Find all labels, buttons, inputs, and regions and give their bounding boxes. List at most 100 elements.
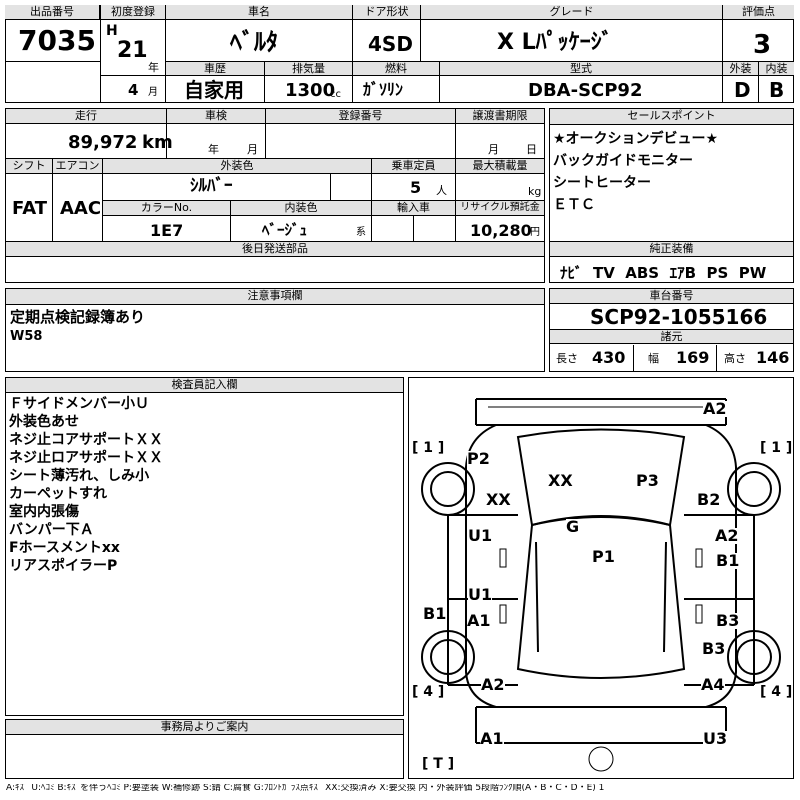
color-no: 1E7 <box>150 221 184 240</box>
sales-points-list: ★オークションデビュー★ バックガイドモニター シートヒーター ＥＴＣ <box>553 128 718 216</box>
inspector-list: Ｆサイドメンバー小Ｕ 外装色あせ ネジ止コアサポートＸＸ ネジ止ロアサポートＸＸ… <box>9 395 163 575</box>
sales-point-item: バックガイドモニター <box>553 153 693 169</box>
equipment-label: 純正装備 <box>550 242 793 257</box>
exterior-grade: D <box>734 78 751 102</box>
ext-color-label: 外装色 <box>103 159 371 174</box>
sales-points-label: セールスポイント <box>550 109 793 125</box>
mileage: 89,972 <box>68 132 138 153</box>
displacement: 1300 <box>285 80 336 101</box>
fuel: ｶﾞｿﾘﾝ <box>363 80 404 99</box>
era: H <box>106 23 118 39</box>
max-load-unit: kg <box>528 185 542 198</box>
int-color-unit: 系 <box>356 227 366 238</box>
equipment-list: ﾅﾋﾞ TV ABS ｴｱB PS PW <box>560 262 766 283</box>
capacity-label: 乗車定員 <box>372 159 455 174</box>
transfer-day-unit: 日 <box>526 143 537 156</box>
import-label: 輸入車 <box>372 201 455 216</box>
int-color-label: 内装色 <box>231 201 371 216</box>
mileage-label: 走行 <box>6 109 166 124</box>
inspection-year-unit: 年 <box>208 143 219 156</box>
tire-spare: [ T ] <box>422 756 455 772</box>
equipment-item: ﾅﾋﾞ <box>560 264 583 282</box>
mark-right-rear-door: B3 <box>716 611 740 630</box>
equipment-item: ｴｱB <box>669 264 697 282</box>
mark-left-rocker: B1 <box>423 604 447 623</box>
mark-left-quarter: A2 <box>481 675 505 694</box>
reg-year: 21 <box>117 38 148 63</box>
equipment-item: PS <box>706 264 729 282</box>
tire-rear-left: [ 4 ] <box>412 684 445 700</box>
tire-rear-right: [ 4 ] <box>760 684 793 700</box>
history: 自家用 <box>184 78 244 102</box>
color-no-label: カラーNo. <box>103 201 230 216</box>
inspector-label: 検査員記入欄 <box>6 378 403 393</box>
int-color: ﾍﾞｰｼﾞｭ <box>262 221 308 239</box>
equipment-item: TV <box>592 264 615 282</box>
inspector-line: Ｆサイドメンバー小Ｕ <box>9 396 149 412</box>
ac-label: エアコン <box>53 159 102 174</box>
tire-front-right: [ 1 ] <box>760 440 793 456</box>
mark-hood-b: P3 <box>636 471 659 490</box>
mark-core-support: XX <box>486 490 511 509</box>
office-label: 事務局よりご案内 <box>6 720 403 735</box>
mark-left-rear-door: U1 <box>468 585 493 604</box>
inspector-line: リアスポイラーP <box>9 558 118 574</box>
mark-left-rear-door-b: A1 <box>467 611 491 630</box>
max-load-label: 最大積載量 <box>456 159 544 174</box>
damage-diagram <box>408 377 794 779</box>
ext-color: ｼﾙﾊﾞｰ <box>190 176 233 196</box>
capacity-unit: 人 <box>436 184 447 197</box>
inspector-line: バンパー下Ａ <box>9 522 94 538</box>
lot-no-label: 出品番号 <box>5 5 100 20</box>
mark-right-front-door: A2 <box>715 526 739 545</box>
grade: X Lﾊﾟｯｹｰｼﾞ <box>497 30 613 55</box>
office-block <box>5 719 404 779</box>
reg-month: 4 <box>128 81 139 99</box>
sales-points-block <box>549 108 794 283</box>
fuel-label: 燃料 <box>353 62 439 76</box>
inspector-line: Fホースメントxx <box>9 540 120 556</box>
car-name: ﾍﾞﾙﾀ <box>230 28 278 56</box>
mark-rear-bumper-right: U3 <box>703 729 728 748</box>
shift-label: シフト <box>6 159 52 174</box>
inspector-line: 室内内張傷 <box>9 504 79 520</box>
inspection-month-unit: 月 <box>247 143 258 156</box>
legend: A:ｷｽﾞ U:ﾍｺﾐ B:ｷｽﾞを伴うﾍｺﾐ P:要塗装 W:補修跡 S:錆 … <box>6 784 605 793</box>
capacity: 5 <box>410 178 422 197</box>
sales-point-item: ＥＴＣ <box>553 197 595 213</box>
sales-point-item: シートヒーター <box>553 175 651 191</box>
mark-right-front-door-b: B1 <box>716 551 740 570</box>
recycle-label: リサイクル預託金 <box>456 201 544 216</box>
mark-right-quarter: B3 <box>702 639 726 658</box>
dimensions-label: 諸元 <box>550 330 793 344</box>
interior-grade: B <box>769 78 785 102</box>
shift: FAT <box>12 198 48 219</box>
history-label: 車歴 <box>166 62 264 76</box>
height: 146 <box>756 348 790 367</box>
notes-line: W58 <box>10 329 43 344</box>
model-label: 型式 <box>440 62 722 76</box>
notes-block <box>5 288 545 372</box>
mark-rear-bumper-left: A1 <box>480 729 504 748</box>
chassis-label: 車台番号 <box>550 289 793 304</box>
transfer-deadline-label: 譲渡書期限 <box>456 109 544 124</box>
tire-front-left: [ 1 ] <box>412 440 445 456</box>
first-reg-label: 初度登録 <box>101 5 165 20</box>
car-name-label: 車名 <box>166 5 352 20</box>
model: DBA-SCP92 <box>528 80 643 101</box>
mark-windshield: G <box>566 517 580 536</box>
score-label: 評価点 <box>723 5 794 20</box>
inspector-line: カーペットすれ <box>9 486 107 502</box>
chassis-number: SCP92-1055166 <box>590 305 768 329</box>
score: 3 <box>753 30 772 60</box>
exterior-grade-label: 外装 <box>723 62 758 76</box>
equipment-item: ABS <box>625 264 660 282</box>
inspector-line: ネジ止ロアサポートＸＸ <box>9 450 163 466</box>
recycle-unit: 円 <box>530 227 540 238</box>
door-type: 4SD <box>368 32 413 56</box>
reg-month-unit: 月 <box>148 87 158 98</box>
displacement-label: 排気量 <box>265 62 352 76</box>
width: 169 <box>676 348 710 367</box>
mark-right-fender: B2 <box>697 490 721 509</box>
mark-right-rear: A4 <box>701 675 725 694</box>
